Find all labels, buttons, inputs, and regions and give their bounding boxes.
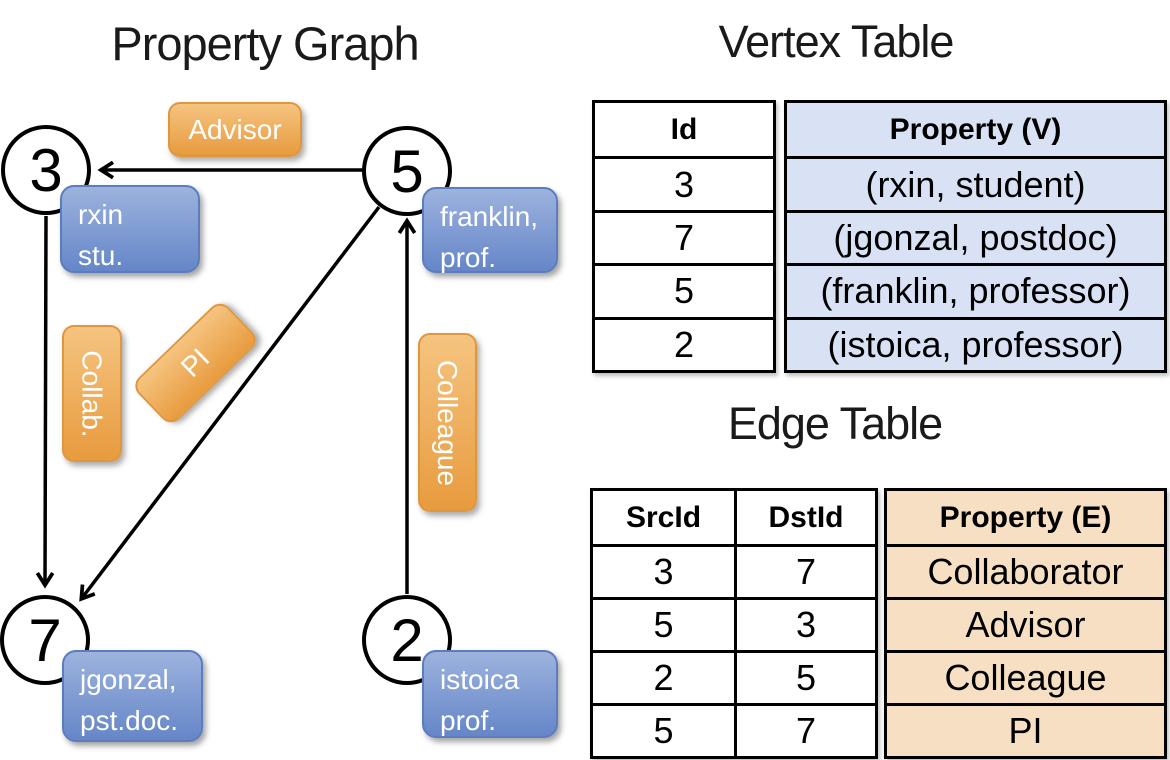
edge-label-text: Advisor bbox=[188, 113, 282, 145]
vertex-table: Id 3 7 5 2 Property (V) (rxin, student) … bbox=[592, 100, 1167, 373]
edge-property-cell: PI bbox=[887, 703, 1164, 756]
property-line: franklin, bbox=[440, 201, 539, 232]
vertex-property-box-jgonzal: jgonzal, pst.doc. bbox=[62, 650, 203, 742]
edge-dstid-cell: 3 bbox=[734, 597, 875, 650]
vertex-property-cell: (jgonzal, postdoc) bbox=[787, 209, 1164, 263]
edge-dstid-cell: 7 bbox=[734, 703, 875, 756]
vertex-property-box-rxin: rxin stu. bbox=[60, 185, 200, 273]
edge-label-advisor: Advisor bbox=[168, 102, 302, 157]
edge-srcid-cell: 3 bbox=[593, 544, 734, 597]
vertex-id-cell: 2 bbox=[595, 316, 773, 370]
edge-label-colleague: Colleague bbox=[418, 333, 477, 512]
edge-arrow-3-to-7 bbox=[35, 215, 55, 589]
property-line: jgonzal, bbox=[80, 664, 177, 695]
edge-label-text: PI bbox=[174, 342, 216, 383]
node-circle-2: 2 bbox=[362, 595, 452, 685]
edge-table-src-dst-columns: SrcId DstId 3 7 5 3 2 5 5 7 bbox=[590, 488, 878, 759]
node-circle-5: 5 bbox=[362, 126, 452, 216]
property-line: pst.doc. bbox=[80, 705, 179, 737]
vertex-property-cell: (rxin, student) bbox=[787, 156, 1164, 209]
edge-dstid-cell: 5 bbox=[734, 650, 875, 703]
node-id: 5 bbox=[390, 137, 424, 205]
edge-label-text: Collab. bbox=[77, 349, 109, 438]
edge-table-header-dstid: DstId bbox=[734, 491, 875, 544]
node-id: 7 bbox=[28, 606, 62, 674]
vertex-property-box-istoica: istoica prof. bbox=[422, 650, 558, 738]
edge-table-property-column: Property (E) Collaborator Advisor Collea… bbox=[884, 488, 1167, 759]
edge-srcid-cell: 5 bbox=[593, 703, 734, 756]
edge-dstid-cell: 7 bbox=[734, 544, 875, 597]
graph-edges bbox=[35, 160, 417, 602]
property-line: prof. bbox=[440, 242, 497, 274]
edge-table: SrcId DstId 3 7 5 3 2 5 5 7 Property (E)… bbox=[590, 488, 1167, 759]
edge-srcid-cell: 2 bbox=[593, 650, 734, 703]
vertex-table-header-property: Property (V) bbox=[889, 112, 1062, 146]
vertex-id-cell: 5 bbox=[595, 263, 773, 316]
edge-table-title: Edge Table bbox=[727, 398, 943, 449]
property-line: prof. bbox=[440, 705, 497, 737]
edge-srcid-cell: 5 bbox=[593, 597, 734, 650]
edge-arrow-5-to-7 bbox=[79, 205, 381, 602]
node-id: 3 bbox=[29, 136, 63, 204]
edge-label-collab: Collab. bbox=[62, 325, 122, 462]
property-line: istoica bbox=[440, 664, 520, 695]
node-id: 2 bbox=[390, 606, 424, 674]
vertex-id-cell: 7 bbox=[595, 209, 773, 263]
property-line: stu. bbox=[78, 240, 124, 272]
vertex-property-box-franklin: franklin, prof. bbox=[422, 187, 558, 273]
edge-label-text: Colleague bbox=[432, 359, 464, 486]
vertex-table-id-column: Id 3 7 5 2 bbox=[592, 100, 776, 373]
edge-table-header-property: Property (E) bbox=[939, 500, 1112, 534]
edge-table-header-srcid: SrcId bbox=[625, 500, 702, 534]
vertex-property-cell: (istoica, professor) bbox=[787, 316, 1164, 370]
vertex-table-title: Vertex Table bbox=[718, 16, 955, 67]
graph-title: Property Graph bbox=[111, 17, 419, 70]
vertex-property-cell: (franklin, professor) bbox=[787, 263, 1164, 316]
edge-property-cell: Collaborator bbox=[887, 544, 1164, 597]
vertex-id-cell: 3 bbox=[595, 156, 773, 209]
property-line: rxin bbox=[78, 199, 124, 230]
vertex-table-property-column: Property (V) (rxin, student) (jgonzal, p… bbox=[784, 100, 1167, 373]
vertex-table-header-id: Id bbox=[670, 112, 698, 146]
edge-property-cell: Advisor bbox=[887, 597, 1164, 650]
edge-property-cell: Colleague bbox=[887, 650, 1164, 703]
